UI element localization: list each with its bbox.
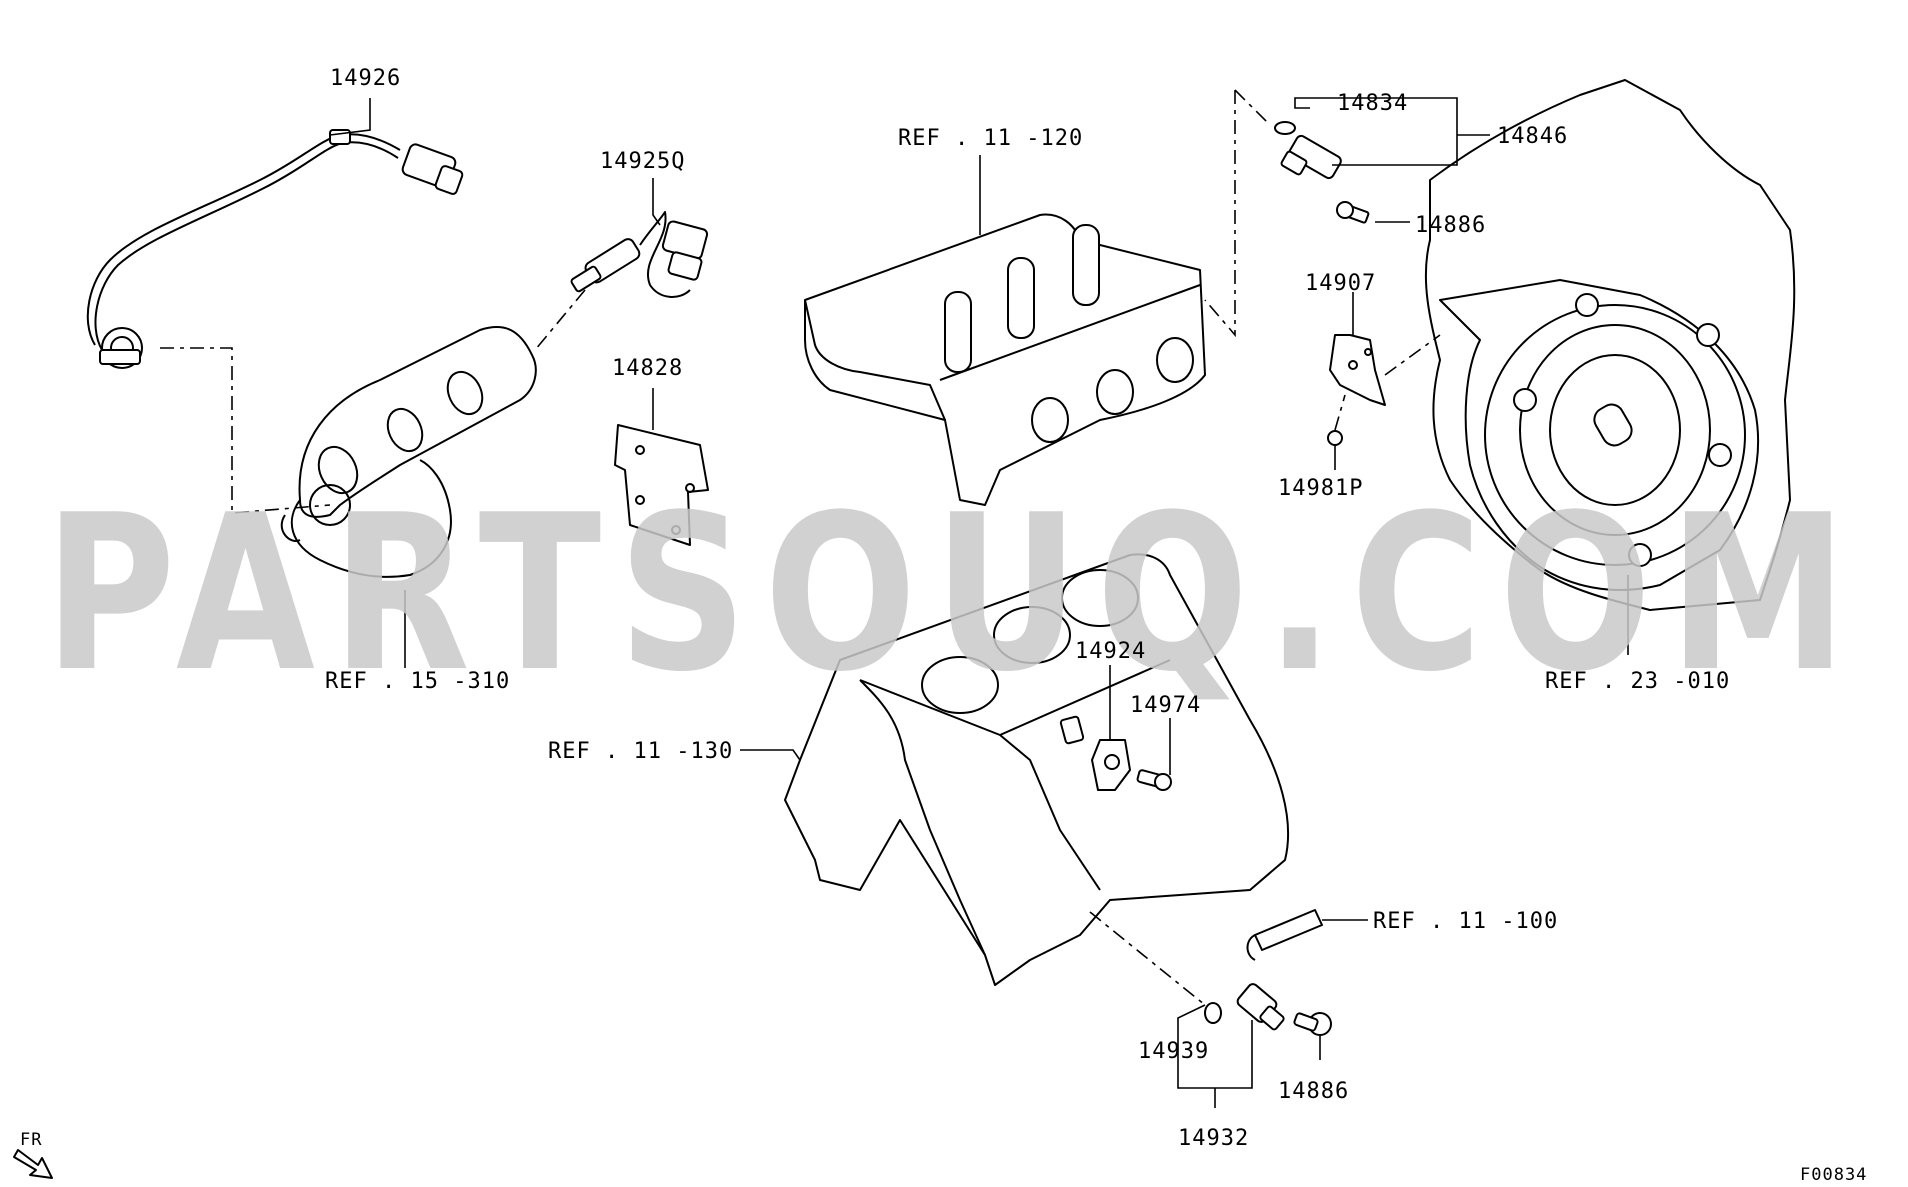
- label-14834: 14834: [1337, 91, 1408, 116]
- label-14907: 14907: [1305, 271, 1376, 296]
- label-14926: 14926: [330, 66, 401, 91]
- part-14907-bracket: [1329, 334, 1386, 406]
- label-ref-11-120: REF . 11 -120: [898, 126, 1083, 151]
- label-ref-15-310: REF . 15 -310: [325, 669, 510, 694]
- label-14974: 14974: [1130, 693, 1201, 718]
- part-14828-plate: [614, 424, 709, 546]
- part-14924-sensor: [1091, 739, 1131, 791]
- label-ref-11-100: REF . 11 -100: [1373, 909, 1558, 934]
- part-transmission: [1424, 79, 1796, 611]
- leader-lines: [329, 97, 1629, 1108]
- label-14846: 14846: [1497, 124, 1568, 149]
- part-14932-sensor: [1204, 983, 1285, 1031]
- label-14925q: 14925Q: [600, 149, 685, 174]
- part-14981p-bolt: [1327, 430, 1343, 446]
- label-14981p: 14981P: [1278, 476, 1363, 501]
- label-14886-top: 14886: [1415, 213, 1486, 238]
- label-14924: 14924: [1075, 639, 1146, 664]
- diagram-code: F00834: [1800, 1165, 1867, 1185]
- part-exhaust-manifold: [280, 326, 537, 578]
- assembly-lines: [160, 89, 1441, 1006]
- part-14926-sensor: [86, 129, 464, 369]
- part-ref-11-100-pipe: [1246, 909, 1323, 961]
- part-14886-bottom-bolt: [1293, 1012, 1332, 1036]
- part-cylinder-block: [784, 553, 1290, 986]
- part-14886-top-bolt: [1336, 201, 1370, 224]
- watermark: PARTSOUQ.COM: [44, 468, 1864, 719]
- part-14846-sensor: [1274, 121, 1342, 180]
- label-14886-bottom: 14886: [1278, 1079, 1349, 1104]
- label-ref-11-130: REF . 11 -130: [548, 739, 733, 764]
- fr-direction-arrow-icon: [13, 1149, 53, 1179]
- label-14932: 14932: [1178, 1126, 1249, 1151]
- part-14974-bolt: [1136, 769, 1172, 791]
- part-cylinder-head: [804, 213, 1206, 506]
- part-14925q-sensor: [570, 211, 709, 298]
- front-direction-label: FR: [20, 1130, 42, 1150]
- label-ref-23-010: REF . 23 -010: [1545, 669, 1730, 694]
- label-14828: 14828: [612, 356, 683, 381]
- label-14939: 14939: [1138, 1039, 1209, 1064]
